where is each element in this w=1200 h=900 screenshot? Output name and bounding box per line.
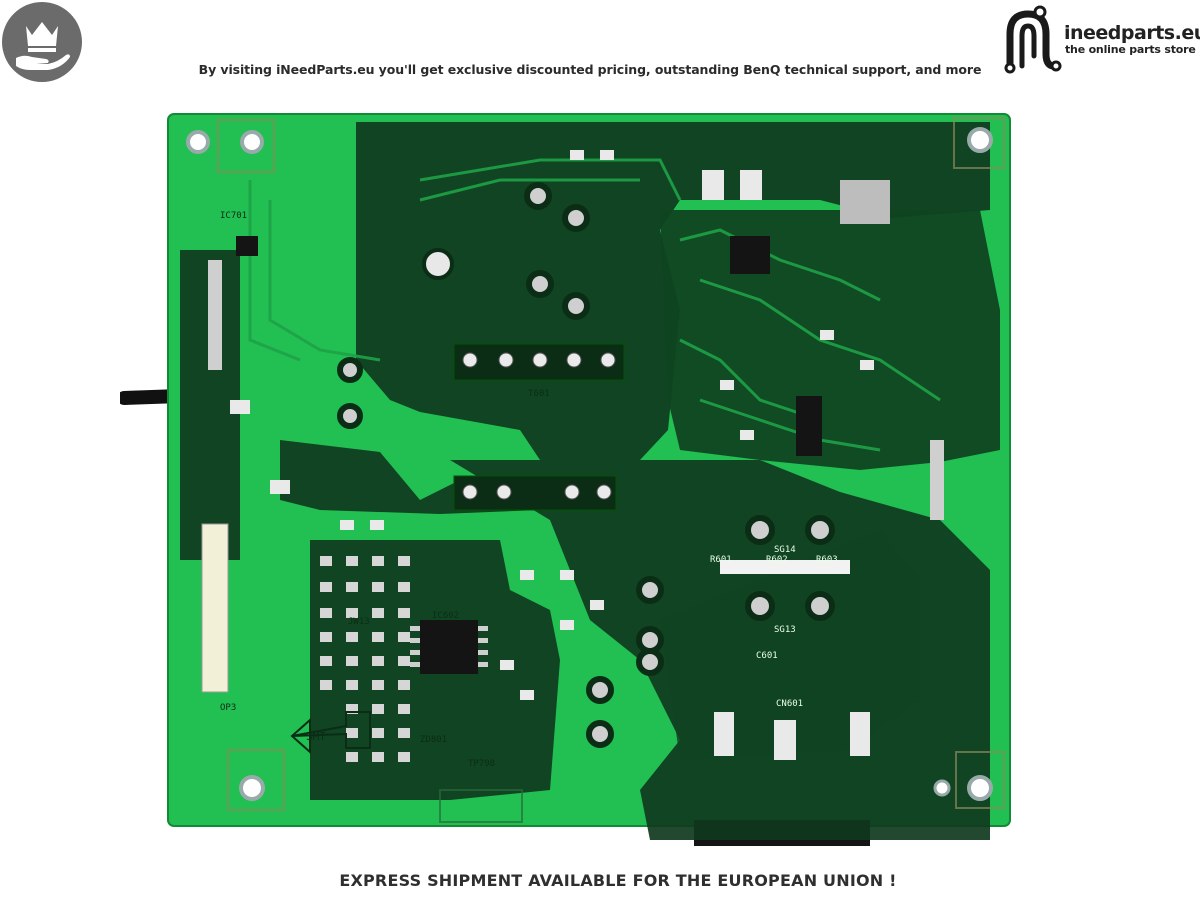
pcb-label: T601 — [528, 389, 550, 399]
crown-hand-badge — [2, 2, 82, 82]
shipping-banner: EXPRESS SHIPMENT AVAILABLE FOR THE EUROP… — [339, 871, 897, 890]
promo-banner: By visiting iNeedParts.eu you'll get exc… — [198, 62, 982, 77]
integrated-circuits — [236, 236, 822, 674]
pcb-label: SG13 — [774, 625, 796, 635]
pcb-label: ZD801 — [420, 735, 447, 745]
pcb-label: OP3 — [220, 703, 236, 713]
pcb-label: SMT — [306, 730, 326, 743]
pcb-label: CN601 — [776, 699, 803, 709]
ineedparts-logo[interactable]: ineedparts.eu the online parts store — [1004, 4, 1200, 74]
pcb-label: SG14 — [774, 545, 796, 555]
mounting-holes — [186, 127, 993, 801]
crown-hand-icon — [16, 22, 70, 70]
pcb-label: C601 — [756, 651, 778, 661]
pcb-label: R601 — [710, 555, 732, 565]
pcb-label: TP798 — [468, 759, 495, 769]
logo-name: ineedparts.eu — [1064, 22, 1200, 44]
transformer-pins — [453, 343, 625, 511]
pcb-label: IC602 — [432, 611, 459, 621]
pcb-label: R602 — [766, 555, 788, 565]
board-sticker — [201, 523, 229, 693]
n-circuit-logo-icon — [1004, 5, 1062, 74]
logo-tagline: the online parts store — [1065, 43, 1196, 56]
pcb-label: IC701 — [220, 211, 247, 221]
product-photo-pcb: T601 IC602 IC701 CN601 SMT OP3 C601 R601… — [120, 100, 1020, 860]
pcb-label: R603 — [816, 555, 838, 565]
pcb-label: JW13 — [348, 617, 370, 627]
